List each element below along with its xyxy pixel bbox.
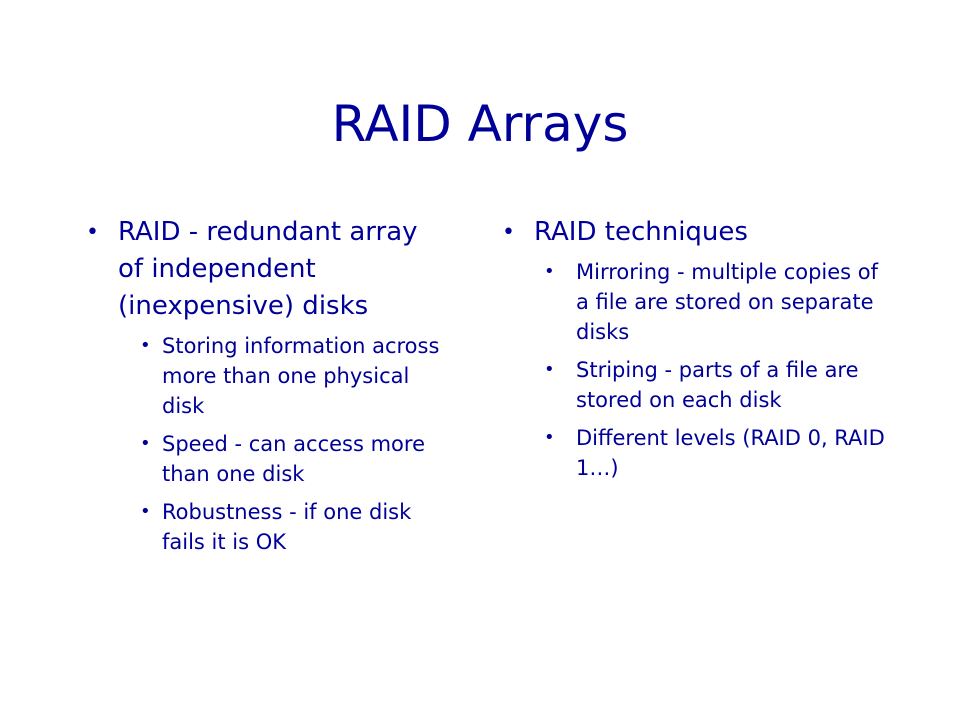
left-main-bullet-text: RAID - redundant array of independent (i… [118, 217, 418, 321]
bullet-dot-icon: • [544, 359, 555, 380]
bullet-dot-icon: • [140, 335, 151, 356]
left-sub-bullet-1: • Storing information across more than o… [130, 331, 444, 421]
right-main-bullet: • RAID techniques • Mirroring - multiple… [500, 214, 890, 483]
bullet-dot-icon: • [544, 427, 555, 448]
left-main-bullet: • RAID - redundant array of independent … [84, 214, 444, 557]
right-column: • RAID techniques • Mirroring - multiple… [500, 214, 890, 491]
left-sub-bullet-2: • Speed - can access more than one disk [130, 429, 444, 489]
right-sub-bullet-list: • Mirroring - multiple copies of a file … [534, 257, 890, 483]
right-main-bullet-text: RAID techniques [534, 217, 748, 247]
right-sub-bullet-text: Different levels (RAID 0, RAID 1…) [576, 426, 885, 480]
left-sub-bullet-text: Storing information across more than one… [162, 334, 440, 418]
left-sub-bullet-text: Speed - can access more than one disk [162, 432, 425, 486]
right-sub-bullet-text: Mirroring - multiple copies of a file ar… [576, 260, 879, 344]
right-sub-bullet-1: • Mirroring - multiple copies of a file … [534, 257, 890, 347]
left-bullet-list: • RAID - redundant array of independent … [84, 214, 444, 557]
bullet-dot-icon: • [140, 433, 151, 454]
left-column: • RAID - redundant array of independent … [84, 214, 444, 565]
slide-title: RAID Arrays [331, 95, 629, 153]
bullet-dot-icon: • [86, 220, 99, 245]
left-sub-bullet-3: • Robustness - if one disk fails it is O… [130, 497, 444, 557]
bullet-dot-icon: • [502, 220, 515, 245]
bullet-dot-icon: • [544, 261, 555, 282]
left-sub-bullet-text: Robustness - if one disk fails it is OK [162, 500, 412, 554]
right-sub-bullet-3: • Different levels (RAID 0, RAID 1…) [534, 423, 890, 483]
right-sub-bullet-2: • Striping - parts of a file are stored … [534, 355, 890, 415]
right-sub-bullet-text: Striping - parts of a file are stored on… [576, 358, 859, 412]
left-sub-bullet-list: • Storing information across more than o… [130, 331, 444, 557]
right-bullet-list: • RAID techniques • Mirroring - multiple… [500, 214, 890, 483]
bullet-dot-icon: • [140, 501, 151, 522]
